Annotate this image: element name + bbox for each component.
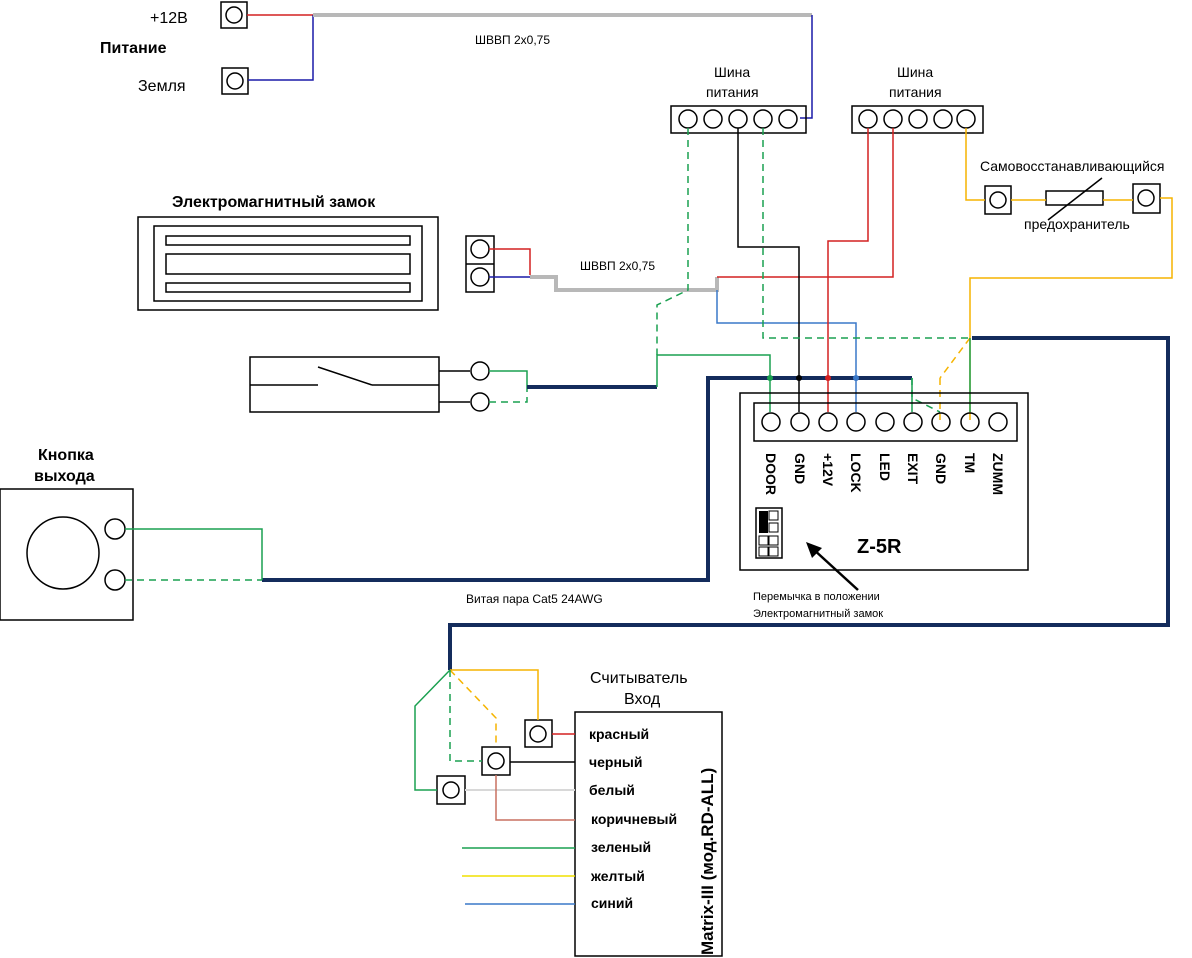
reader-title-2: Вход bbox=[624, 691, 661, 708]
top-cable-label: ШВВП 2х0,75 bbox=[475, 33, 550, 47]
terminal-label-4: LED bbox=[877, 453, 893, 481]
jumper-block bbox=[755, 507, 783, 559]
terminal-labels: DOOR GND +12V LOCK LED EXIT GND TM ZUMM bbox=[763, 453, 1006, 495]
reader-box bbox=[574, 711, 723, 957]
power-title: Питание bbox=[100, 40, 167, 57]
electromagnetic-lock bbox=[137, 216, 495, 311]
reader-model: Matrix-III (мод.RD-ALL) bbox=[698, 768, 717, 955]
plus12-label: +12В bbox=[150, 10, 188, 27]
ground-label: Земля bbox=[138, 78, 186, 95]
bus1-label-2: питания bbox=[706, 84, 759, 100]
reader-wire-label-1: черный bbox=[589, 754, 642, 770]
z5r-controller bbox=[739, 392, 1029, 571]
exit-title-2: выхода bbox=[34, 468, 95, 485]
reader-wire-label-4: зеленый bbox=[591, 839, 651, 855]
reader-wire-label-6: синий bbox=[591, 895, 633, 911]
twisted-pair-label: Витая пара Cat5 24AWG bbox=[466, 592, 603, 606]
twisted-pair-trunk bbox=[262, 376, 912, 582]
jumper-arrow bbox=[811, 547, 859, 591]
door-sensor bbox=[249, 356, 490, 413]
controller-name: Z-5R bbox=[857, 536, 902, 558]
terminal-label-2: +12V bbox=[820, 453, 836, 487]
fuse bbox=[984, 177, 1161, 221]
fuse-label-2: предохранитель bbox=[1024, 216, 1130, 232]
fuse-label-1: Самовосстанавливающийся bbox=[980, 158, 1165, 174]
bus1-label-1: Шина bbox=[714, 64, 750, 80]
terminal-label-0: DOOR bbox=[763, 453, 779, 495]
reader-title-1: Считыватель bbox=[590, 670, 688, 687]
terminal-label-1: GND bbox=[792, 453, 808, 484]
reader-wire-label-3: коричневый bbox=[591, 811, 677, 827]
bus2-label-1: Шина bbox=[897, 64, 933, 80]
terminal-label-3: LOCK bbox=[848, 453, 864, 493]
reader-wire-label-0: красный bbox=[589, 726, 649, 742]
reader-wire-label-5: желтый bbox=[590, 868, 645, 884]
terminal-label-7: TM bbox=[962, 453, 978, 473]
reader-cable bbox=[448, 336, 1170, 670]
terminal-label-8: ZUMM bbox=[990, 453, 1006, 495]
jumper-note-1: Перемычка в положении bbox=[753, 591, 880, 603]
exit-title-1: Кнопка bbox=[38, 447, 94, 464]
jumper-note-2: Электромагнитный замок bbox=[753, 608, 883, 620]
exit-button bbox=[0, 488, 134, 621]
lock-cable-label: ШВВП 2х0,75 bbox=[580, 259, 655, 273]
bus2-label-2: питания bbox=[889, 84, 942, 100]
lock-cable bbox=[530, 275, 719, 292]
lock-title: Электромагнитный замок bbox=[172, 194, 376, 211]
power-terminals bbox=[220, 1, 249, 95]
bus-bar-2 bbox=[851, 105, 984, 134]
reader-wire-labels: красный черный белый коричневый зеленый желты… bbox=[589, 726, 677, 911]
terminal-label-5: EXIT bbox=[905, 453, 921, 485]
reader-wire-label-2: белый bbox=[589, 782, 635, 798]
terminal-label-6: GND bbox=[933, 453, 949, 484]
